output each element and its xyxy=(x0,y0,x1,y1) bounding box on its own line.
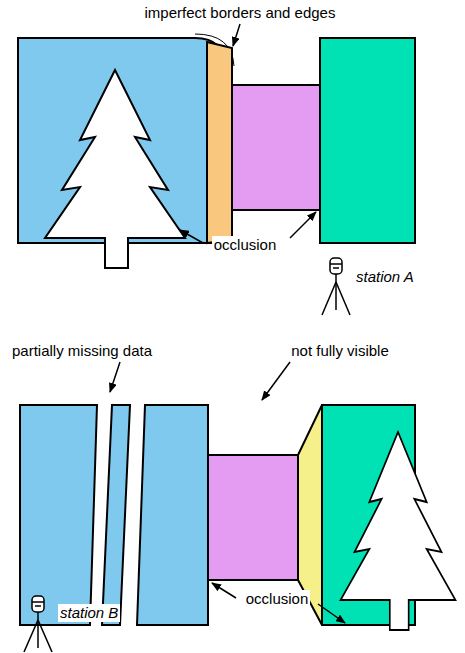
station-label: station B xyxy=(58,604,120,622)
leader-arrow xyxy=(290,212,316,238)
callout-label: occlusion xyxy=(244,590,311,608)
leader-arrow xyxy=(212,583,236,598)
facade-magenta xyxy=(208,455,298,580)
facade-blue-part xyxy=(137,405,208,625)
scanner-tripod xyxy=(322,258,350,315)
facade-green xyxy=(320,38,415,243)
leader-arrow xyxy=(318,604,345,623)
station-label: station A xyxy=(354,268,416,286)
facade-blue-part xyxy=(20,405,97,625)
leader-arrow xyxy=(110,362,120,392)
callout-label: imperfect borders and edges xyxy=(143,4,338,22)
callout-label: partially missing data xyxy=(10,342,154,360)
tree xyxy=(45,70,185,268)
callout-label: not fully visible xyxy=(289,342,391,360)
facade-orange xyxy=(207,42,232,243)
facade-magenta xyxy=(232,85,320,210)
callout-label: occlusion xyxy=(212,236,279,254)
facade-blue-part xyxy=(102,405,130,625)
scanner-tripod xyxy=(24,596,52,652)
tree xyxy=(341,432,456,630)
leader-arrow xyxy=(262,362,290,400)
leader-arrow xyxy=(180,230,203,243)
leader-arrow xyxy=(233,24,240,46)
